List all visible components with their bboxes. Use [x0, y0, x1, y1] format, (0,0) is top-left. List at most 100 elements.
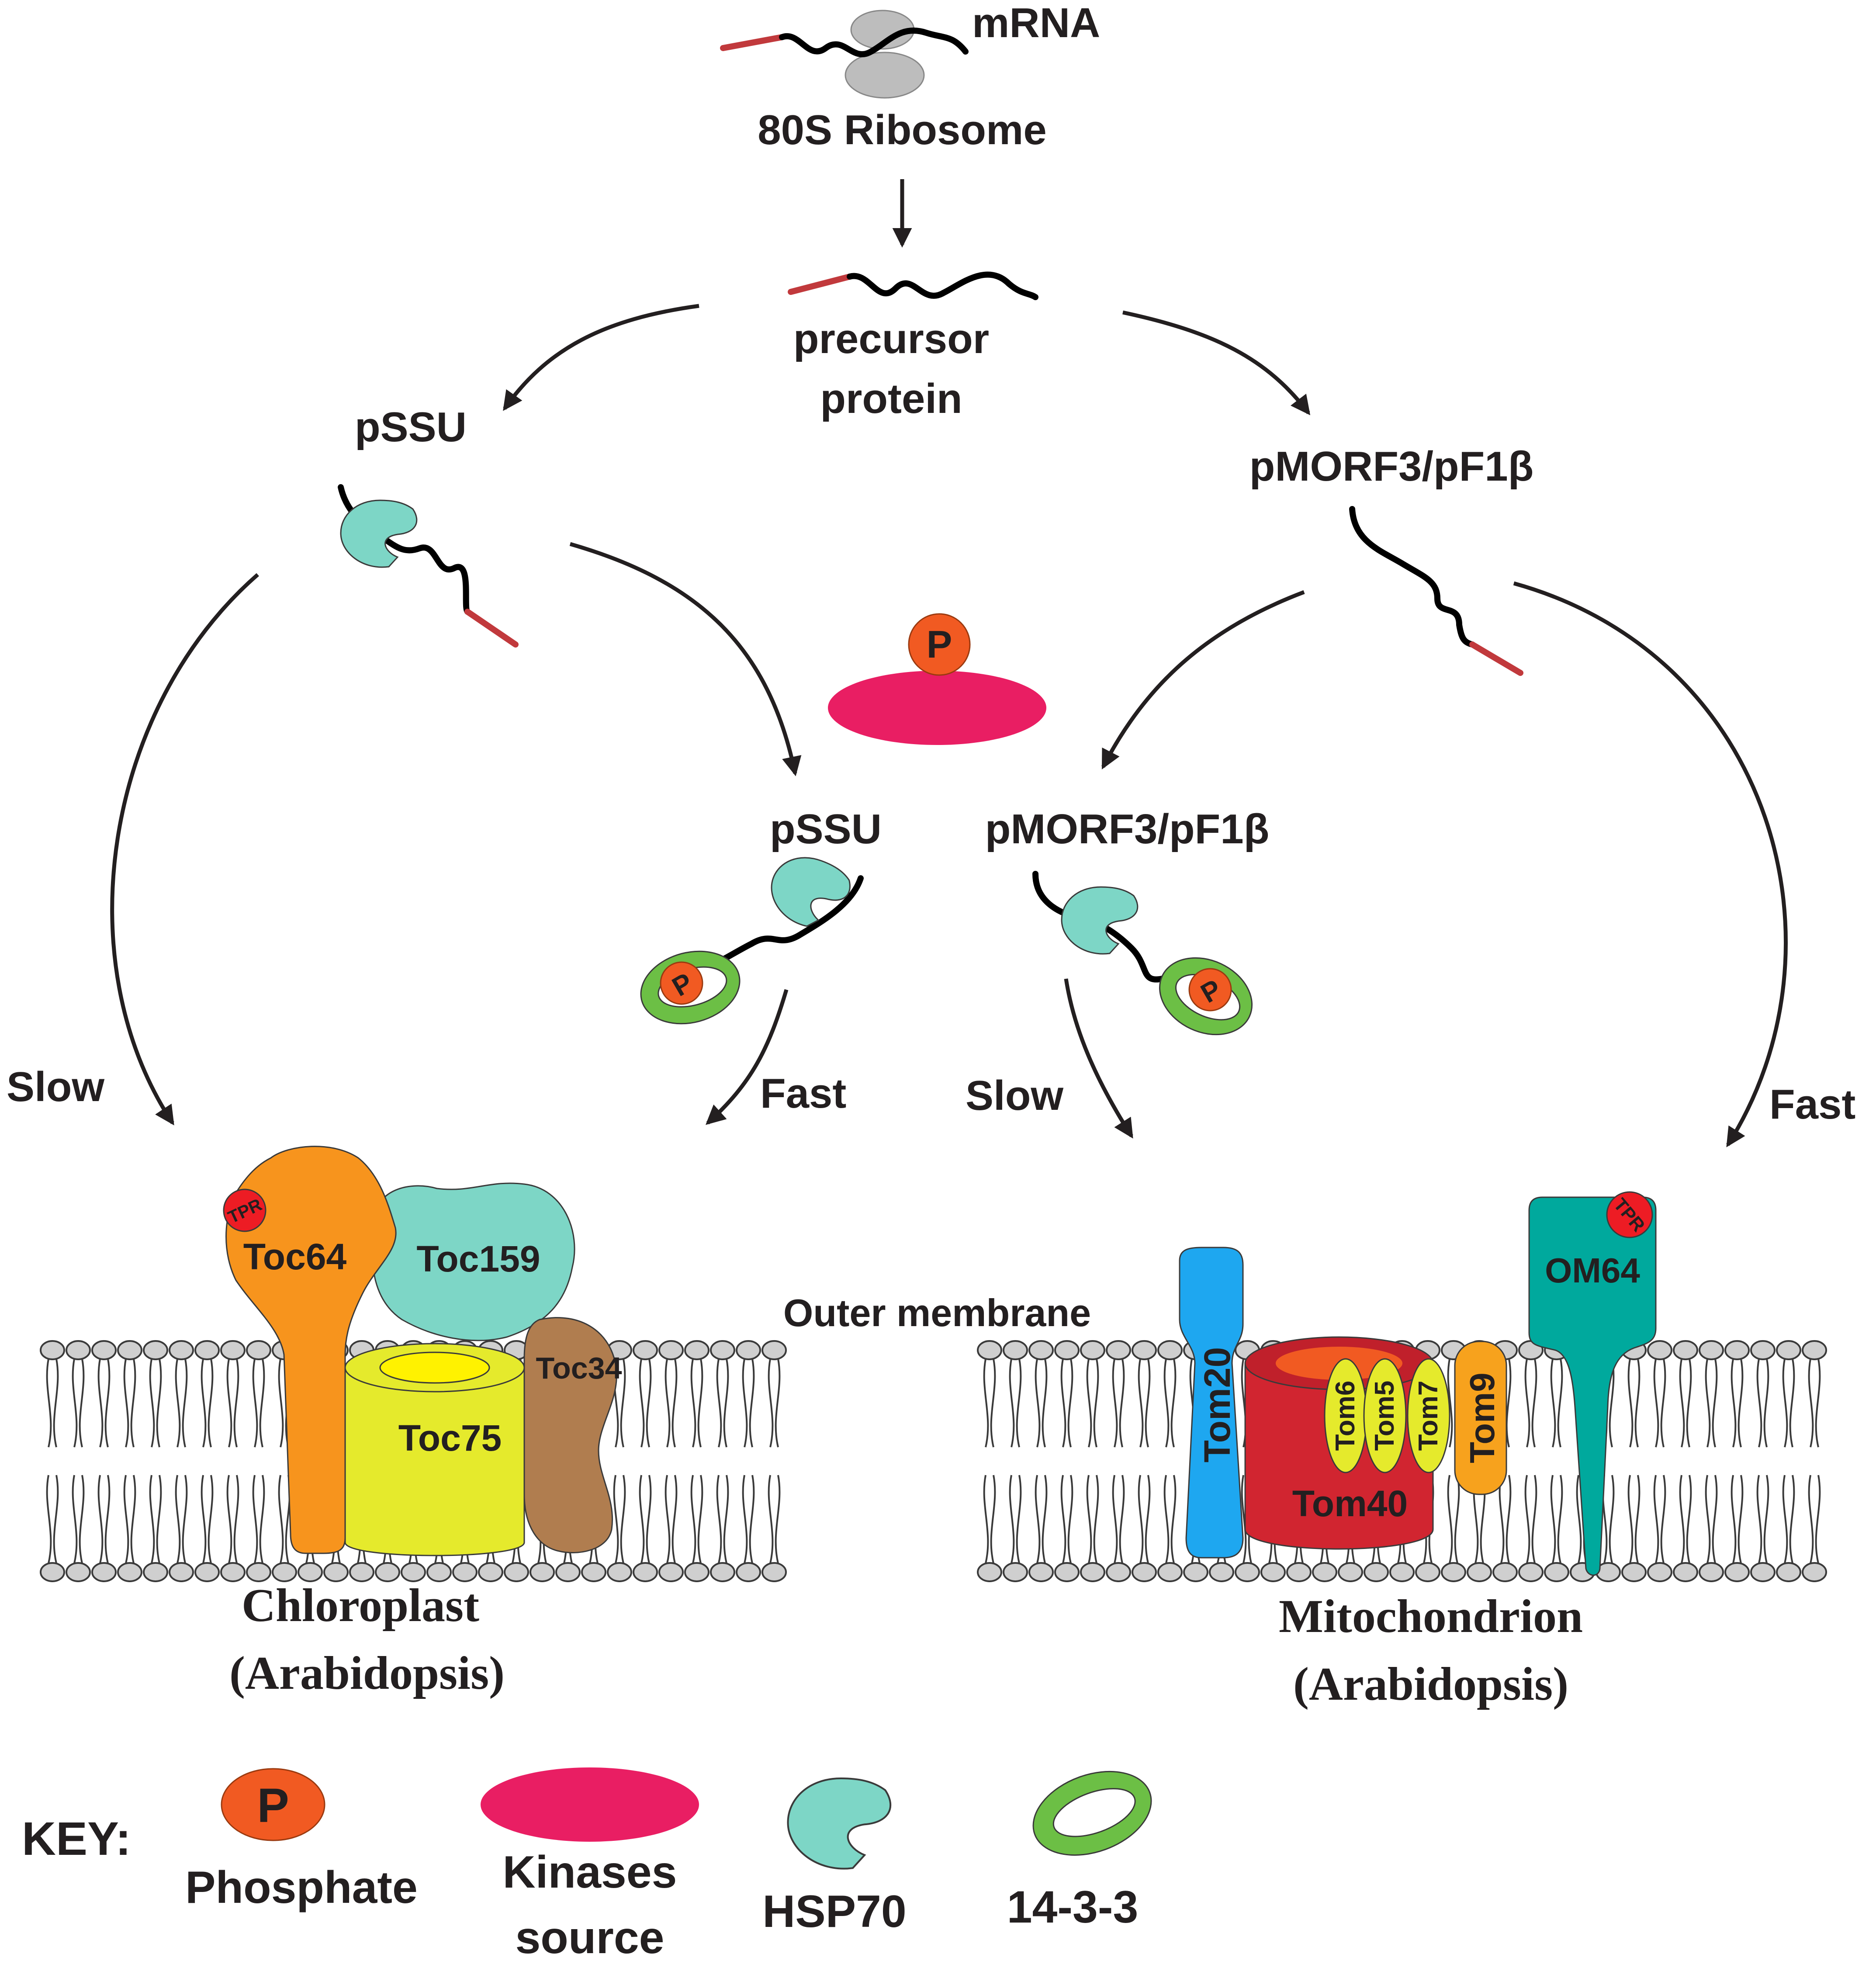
- lipid-molecule: [1518, 1340, 1544, 1582]
- mitochondrion-title-line2: (Arabidopsis): [1293, 1658, 1568, 1710]
- toc34-label: Toc34: [536, 1351, 622, 1385]
- tpr-icon: TPR: [1606, 1191, 1653, 1238]
- pmorf3-strand-icon: [1349, 506, 1523, 676]
- rate-label-far-right: Fast: [1769, 1081, 1855, 1128]
- lipid-molecule: [1621, 1340, 1647, 1582]
- phosphate-icon: [221, 1768, 325, 1841]
- lipid-molecule: [194, 1340, 220, 1582]
- lipid-molecule: [1647, 1340, 1672, 1582]
- legend: KEY: P Phosphate Kinases source HSP70 14…: [22, 1767, 1152, 1963]
- lipid-molecule: [710, 1340, 735, 1582]
- lipid-molecule: [1106, 1340, 1131, 1582]
- lipid-molecule: [143, 1340, 168, 1582]
- phosphate-icon: [660, 961, 703, 1005]
- toc64-shape: [225, 1146, 397, 1554]
- phosphate-symbol: P: [927, 623, 952, 666]
- lipid-molecule: [169, 1340, 194, 1582]
- lipid-molecule: [246, 1340, 271, 1582]
- tom5-label: Tom5: [1370, 1381, 1400, 1451]
- lipid-molecule: [1054, 1340, 1080, 1582]
- lipid-molecule: [91, 1340, 117, 1582]
- arrow-fast-chloroplast: [705, 989, 789, 1125]
- arrow-to-pmorf3: [1122, 310, 1311, 416]
- toc159-shape: [372, 1182, 575, 1341]
- toc64-label: Toc64: [243, 1236, 347, 1277]
- om64-shape: [1528, 1196, 1657, 1576]
- legend-hsp70: HSP70: [762, 1778, 907, 1937]
- pssu-phospho-complex: P: [640, 846, 864, 1025]
- tom9-label: Tom9: [1463, 1372, 1502, 1463]
- toc-complex: TPR Toc64 Toc159 Toc75 Toc34: [223, 1146, 622, 1556]
- arrow-fast-mitochondrion: [1513, 581, 1788, 1147]
- legend-fourteen33: 14-3-3: [1007, 1771, 1152, 1933]
- arrow-to-pssu: [503, 304, 699, 411]
- toc75-label: Toc75: [398, 1417, 502, 1459]
- pmorf3-right-label: pMORF3/pF1β: [1250, 443, 1534, 490]
- lipid-molecule: [658, 1340, 684, 1582]
- toc34-shape: [523, 1317, 617, 1553]
- lipid-molecule: [633, 1340, 658, 1582]
- legend-title: KEY:: [22, 1812, 131, 1865]
- lipid-molecule: [736, 1340, 761, 1582]
- tom6-label: Tom6: [1330, 1381, 1360, 1451]
- tom7-label: Tom7: [1413, 1381, 1443, 1451]
- lipid-molecule: [1157, 1340, 1183, 1582]
- ribosome-icon: [845, 10, 925, 99]
- arrow-to-center-pssu: [569, 542, 802, 776]
- tom-complex: TPR Tom20 Tom6 Tom5 Tom7 Tom9 Tom40 OM64: [1179, 1191, 1657, 1576]
- lipid-molecule: [1080, 1340, 1105, 1582]
- pssu-left-label: pSSU: [355, 404, 467, 450]
- lipid-molecule: [761, 1340, 787, 1582]
- hsp70-icon: [761, 846, 857, 937]
- lipid-molecule: [1132, 1340, 1157, 1582]
- toc159-label: Toc159: [416, 1238, 540, 1279]
- mrna-label: mRNA: [972, 0, 1100, 46]
- lipid-molecule: [66, 1340, 91, 1582]
- om64-label: OM64: [1545, 1251, 1640, 1290]
- chloroplast-title-line1: Chloroplast: [242, 1580, 479, 1632]
- lipid-molecule: [117, 1340, 142, 1582]
- mrna-strand-icon: [720, 28, 969, 58]
- pmorf3-phospho-complex: P: [1032, 871, 1253, 1036]
- legend-phosphate-symbol: P: [257, 1779, 289, 1833]
- tom40-label: Tom40: [1292, 1483, 1408, 1524]
- hsp70-icon: [788, 1778, 891, 1869]
- arrow-to-center-pmorf3: [1101, 590, 1305, 770]
- precursor-protein-icon: [788, 271, 1038, 300]
- lipid-molecule: [1750, 1340, 1776, 1582]
- lipid-molecule: [1699, 1340, 1724, 1582]
- lipid-molecule: [220, 1340, 246, 1582]
- ribosome-label: 80S Ribosome: [758, 107, 1047, 153]
- lipid-molecule: [1673, 1340, 1698, 1582]
- phosphate-icon: [1188, 968, 1232, 1012]
- legend-phosphate: P Phosphate: [185, 1768, 418, 1913]
- pssu-hsp70-complex: [338, 484, 519, 648]
- kinase-source-icon: [828, 671, 1046, 745]
- hsp70-icon: [340, 499, 418, 568]
- tom20-shape: [1179, 1247, 1244, 1559]
- pssu-center-label: pSSU: [770, 806, 882, 852]
- arrow-slow-mitochondrion: [1064, 978, 1133, 1139]
- lipid-molecule: [1776, 1340, 1801, 1582]
- legend-phosphate-label: Phosphate: [185, 1862, 418, 1913]
- lipid-molecule: [40, 1340, 65, 1582]
- legend-hsp70-label: HSP70: [762, 1886, 907, 1937]
- rate-label-center-right: Slow: [966, 1072, 1063, 1119]
- kinase-source-icon: [481, 1767, 699, 1842]
- rate-label-far-left: Slow: [7, 1064, 104, 1110]
- lipid-molecule: [1544, 1340, 1569, 1582]
- lipid-molecule: [1802, 1340, 1827, 1582]
- legend-kinases-line1: Kinases: [503, 1847, 677, 1898]
- toc75-shape: [344, 1343, 525, 1556]
- tom9-shape: [1454, 1341, 1507, 1495]
- tom7-shape: [1407, 1358, 1450, 1473]
- mitochondrion-title-line1: Mitochondrion: [1279, 1590, 1583, 1642]
- chloroplast-title-line2: (Arabidopsis): [229, 1647, 505, 1699]
- precursor-label-line1: precursor: [793, 315, 989, 362]
- fourteen33-icon: [1032, 1771, 1152, 1856]
- arrow-slow-chloroplast: [110, 573, 259, 1126]
- outer-membrane-label: Outer membrane: [783, 1291, 1091, 1334]
- tom20-label: Tom20: [1197, 1347, 1238, 1463]
- legend-kinases-line2: source: [515, 1913, 664, 1963]
